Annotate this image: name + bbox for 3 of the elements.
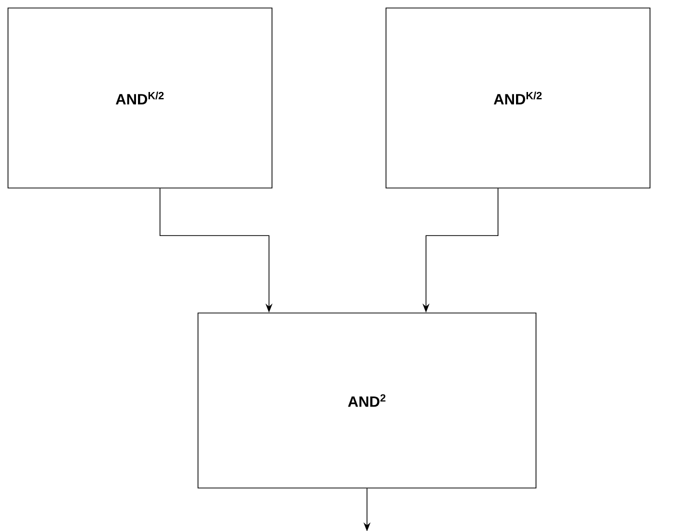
- process-box: AND$^{K/2}$: [386, 8, 650, 188]
- process-box: AND$^{K/2}$: [8, 8, 272, 188]
- process-box: AND$^{2}$: [198, 312, 536, 488]
